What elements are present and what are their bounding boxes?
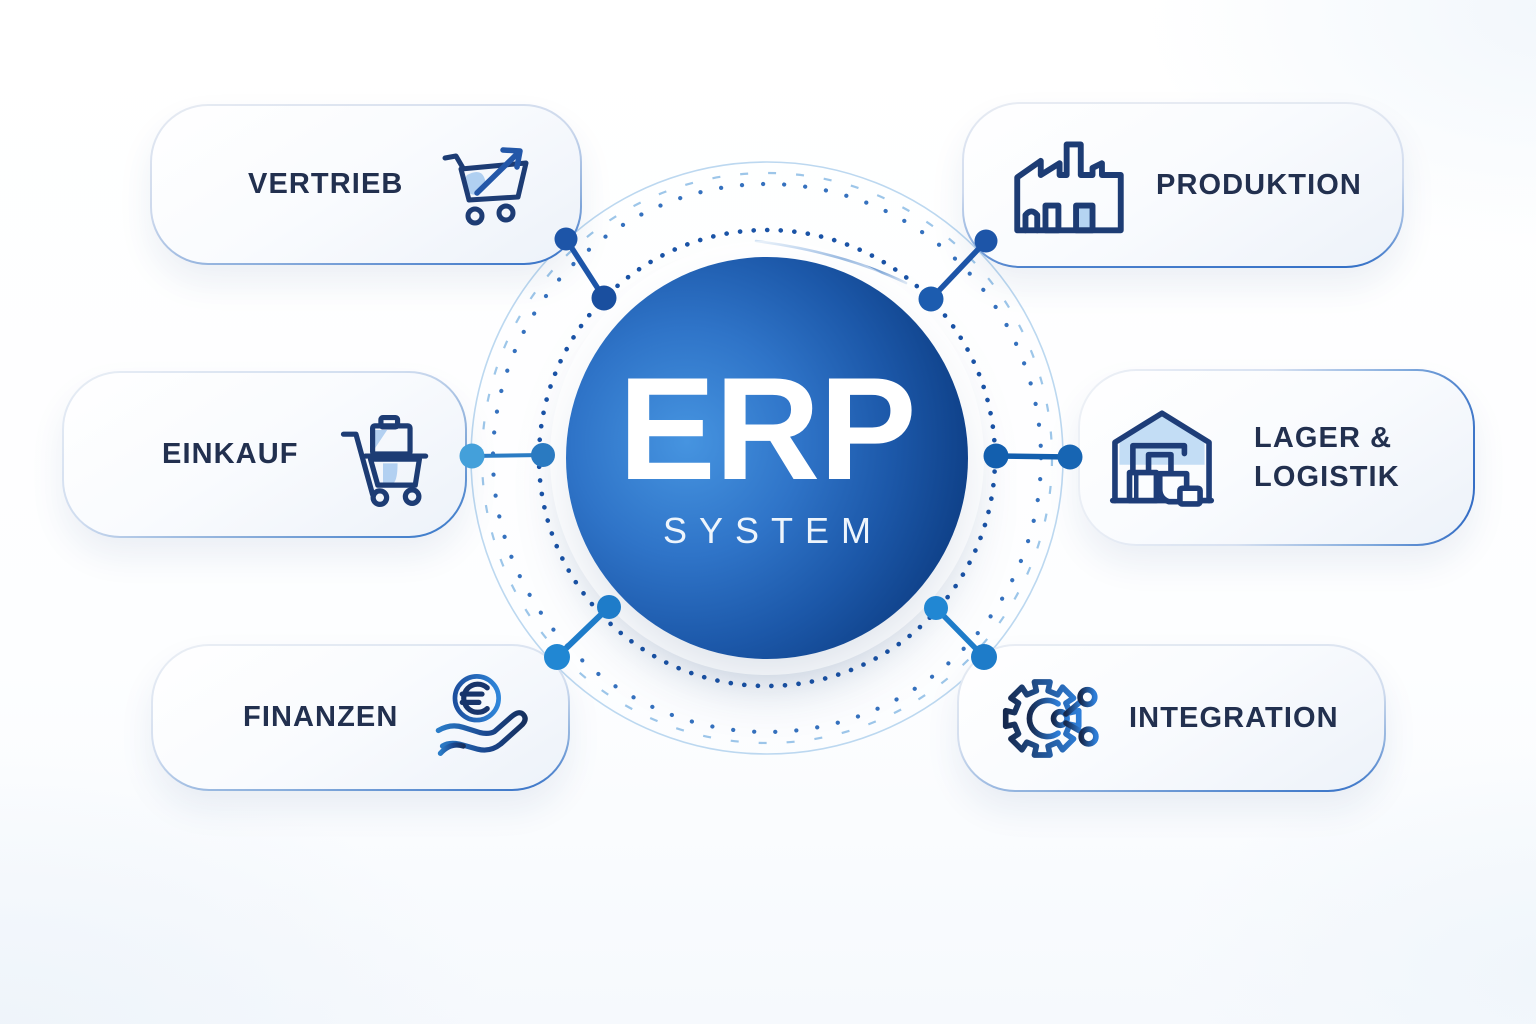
module-integration: INTEGRATION [957, 644, 1386, 792]
connector-einkauf [459, 443, 555, 469]
gear-network-icon [1002, 678, 1099, 758]
cart-growth-arrow-icon [442, 147, 529, 226]
module-vertrieb: VERTRIEB [150, 104, 582, 265]
connector-lager-logistik [983, 443, 1083, 470]
module-vertrieb-label: VERTRIEB [248, 168, 404, 200]
hub-subtitle: SYSTEM [662, 510, 884, 552]
module-produktion-label: PRODUKTION [1156, 168, 1362, 201]
euro-hand-icon [436, 673, 529, 756]
module-lager-logistik-label: LAGER & LOGISTIK [1254, 422, 1400, 493]
module-lager-logistik: LAGER & LOGISTIK [1078, 369, 1475, 546]
hub-title: ERP [618, 346, 916, 510]
connector-finanzen [544, 595, 621, 670]
erp-hub: ERP SYSTEM [566, 257, 968, 659]
module-finanzen: FINANZEN [151, 644, 570, 791]
module-integration-label: INTEGRATION [1129, 701, 1339, 734]
module-produktion: PRODUKTION [962, 102, 1404, 268]
warehouse-icon [1109, 409, 1215, 507]
loaded-cart-icon [340, 414, 428, 507]
factory-icon [1014, 141, 1124, 234]
module-finanzen-label: FINANZEN [243, 701, 399, 733]
module-einkauf-label: EINKAUF [162, 438, 299, 470]
module-einkauf: EINKAUF [62, 371, 467, 538]
